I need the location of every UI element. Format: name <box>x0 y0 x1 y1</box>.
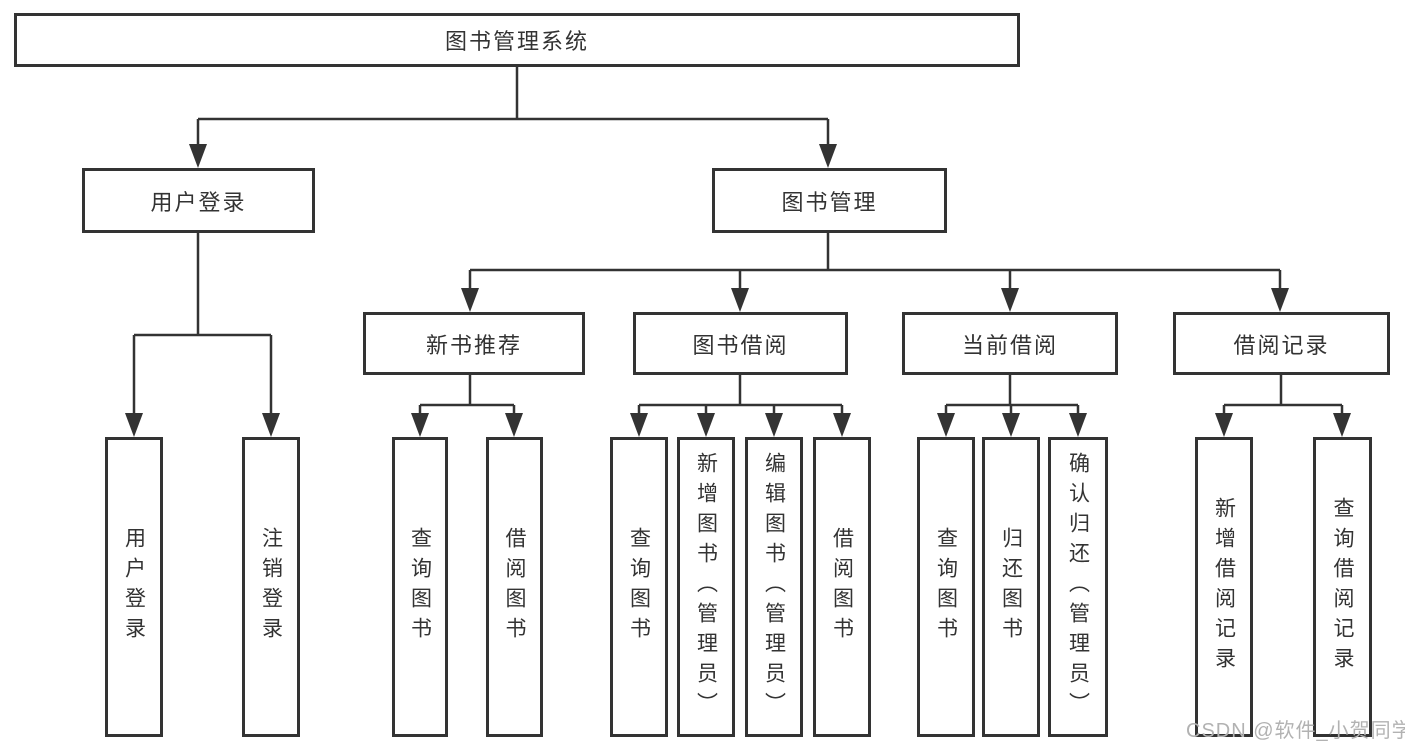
node-label: 用户登录 <box>122 527 146 647</box>
leaf-add-book-admin: 新增图书（管理员） <box>677 437 735 737</box>
node-library-management-system: 图书管理系统 <box>14 13 1020 67</box>
leaf-confirm-return-admin: 确认归还（管理员） <box>1048 437 1108 737</box>
node-label: 编辑图书（管理员） <box>762 452 786 722</box>
node-label: 查询图书 <box>627 527 651 647</box>
node-current-borrowing: 当前借阅 <box>902 312 1118 375</box>
leaf-query-books-current: 查询图书 <box>917 437 975 737</box>
leaf-add-borrow-record: 新增借阅记录 <box>1195 437 1253 737</box>
node-borrowing-records: 借阅记录 <box>1173 312 1390 375</box>
node-label: 用户登录 <box>150 189 247 215</box>
node-label: 查询图书 <box>934 527 958 647</box>
node-label: 查询图书 <box>408 527 432 647</box>
node-label: 当前借阅 <box>961 332 1058 358</box>
leaf-logout: 注销登录 <box>242 437 300 737</box>
node-label: 新增图书（管理员） <box>694 452 718 722</box>
node-label: 注销登录 <box>259 527 283 647</box>
node-label: 借阅图书 <box>503 527 526 647</box>
leaf-query-borrow-record: 查询借阅记录 <box>1313 437 1372 737</box>
leaf-borrow-books-borrowing: 借阅图书 <box>813 437 871 737</box>
leaf-edit-book-admin: 编辑图书（管理员） <box>745 437 803 737</box>
leaf-user-login: 用户登录 <box>105 437 163 737</box>
node-label: 查询借阅记录 <box>1331 497 1354 677</box>
node-label: 图书管理系统 <box>444 29 589 54</box>
node-label: 归还图书 <box>999 527 1023 647</box>
csdn-watermark: CSDN @软件_小贺同学 <box>1186 720 1405 742</box>
node-label: 图书管理 <box>781 189 878 215</box>
node-new-book-recommendation: 新书推荐 <box>363 312 585 375</box>
node-book-borrowing: 图书借阅 <box>633 312 848 375</box>
node-label: 借阅图书 <box>830 527 854 647</box>
node-user-login: 用户登录 <box>82 168 315 233</box>
node-label: 新书推荐 <box>425 332 522 358</box>
node-label: 借阅记录 <box>1233 332 1330 358</box>
leaf-return-book: 归还图书 <box>982 437 1040 737</box>
leaf-borrow-books-recommend: 借阅图书 <box>486 437 543 737</box>
leaf-query-books-recommend: 查询图书 <box>392 437 448 737</box>
leaf-query-books-borrowing: 查询图书 <box>610 437 668 737</box>
node-label: 新增借阅记录 <box>1212 497 1236 677</box>
arrowhead-icons <box>125 144 1351 437</box>
node-label: 确认归还（管理员） <box>1066 452 1090 722</box>
node-book-management: 图书管理 <box>712 168 947 233</box>
node-label: 图书借阅 <box>692 332 789 358</box>
